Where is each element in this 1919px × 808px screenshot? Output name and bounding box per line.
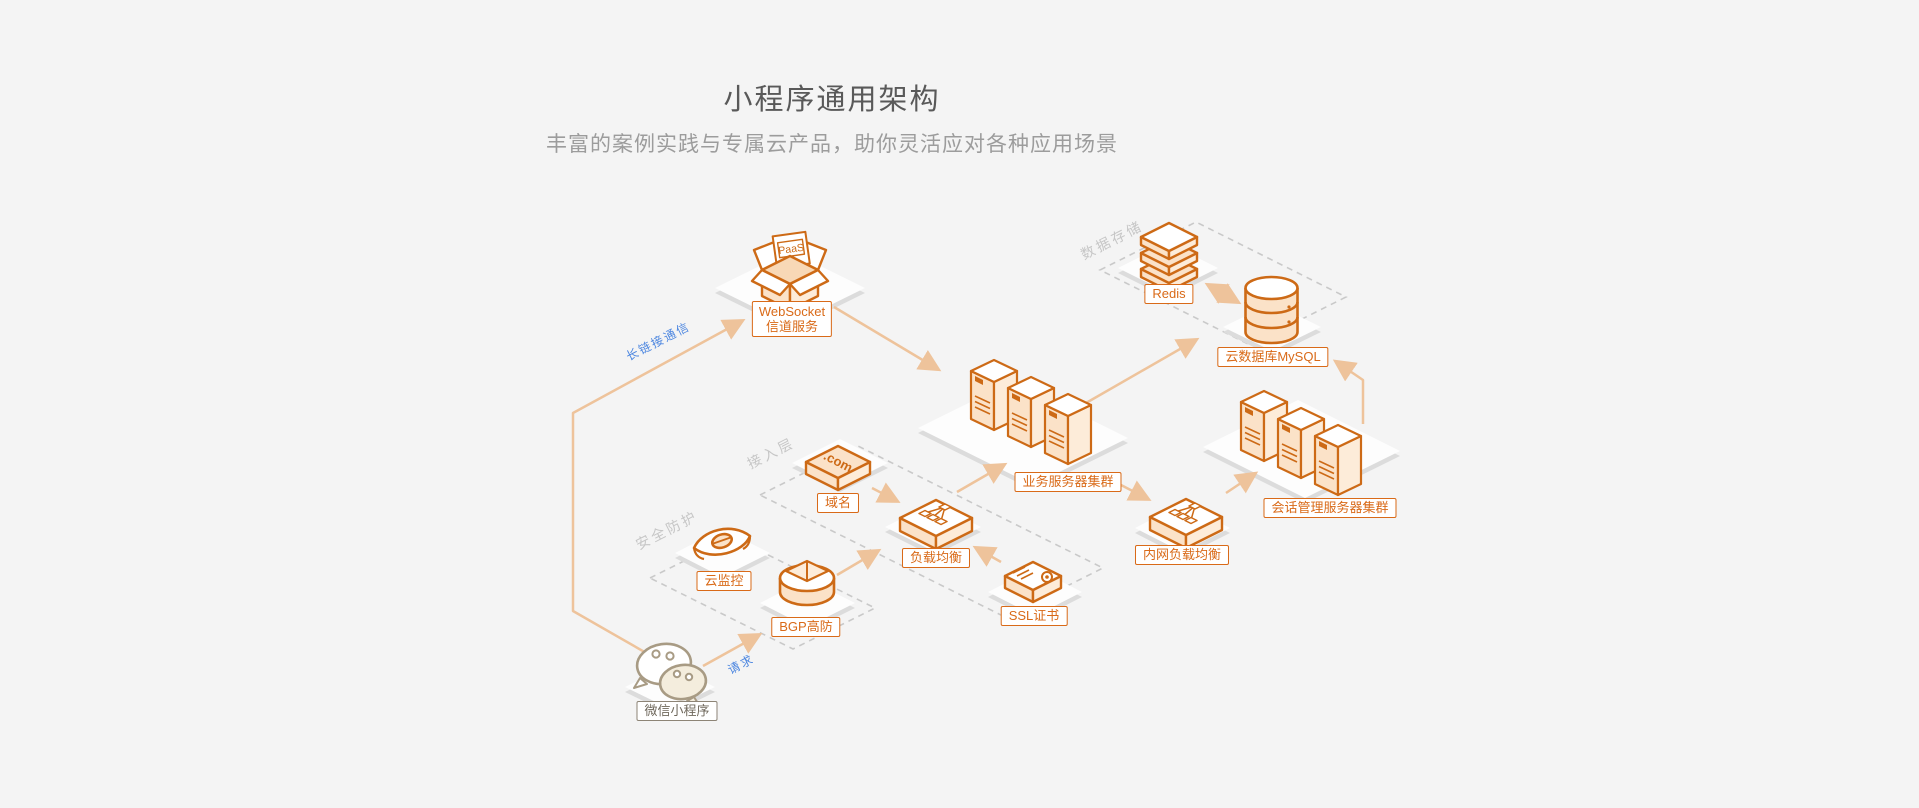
zone-access-layer-border	[758, 445, 1105, 618]
paas-text: PaaS	[778, 242, 805, 257]
bgp-shield-icon	[778, 559, 836, 607]
domain-label: 域名	[816, 493, 860, 513]
bgp-label: BGP高防	[771, 617, 841, 637]
domain-com-icon: .com	[804, 444, 872, 492]
redis-label: Redis	[1144, 284, 1194, 304]
ssl-label: SSL证书	[1000, 606, 1068, 626]
arrow-wechat-to-bgp	[702, 632, 763, 668]
zone-security-border	[648, 536, 877, 650]
cloud-monitor-eye-icon	[692, 527, 752, 561]
cloud-monitor-label: 云监控	[696, 571, 752, 591]
wechat-label: 微信小程序	[636, 701, 718, 721]
arrow-internal-lb-to-session-servers	[1225, 471, 1259, 495]
arrow-app-servers-to-redis	[1085, 337, 1200, 405]
arrow-ssl-to-lb	[972, 545, 1002, 567]
arrow-redis-mysql-sync	[1204, 282, 1242, 305]
mysql-database-icon	[1244, 275, 1299, 345]
arrow-app-servers-to-internal-lb	[1120, 480, 1152, 501]
load-balancer-label: 负载均衡	[901, 548, 971, 568]
page-title: 小程序通用架构	[723, 84, 941, 116]
arrow-bgp-to-lb	[836, 548, 882, 577]
page-subtitle: 丰富的案例实践与专属云产品，助你灵活应对各种应用场景	[546, 133, 1118, 156]
internal-lb-label: 内网负载均衡	[1134, 545, 1230, 565]
websocket-label-line2: 信道服务	[765, 319, 818, 334]
arrow-domain-to-lb	[871, 482, 901, 503]
session-servers-label: 会话管理服务器集群	[1263, 498, 1397, 518]
app-servers-label: 业务服务器集群	[1014, 472, 1122, 492]
ssl-certificate-icon	[1003, 560, 1063, 604]
arrow-session-servers-to-mysql	[1332, 359, 1365, 424]
mysql-label: 云数据库MySQL	[1217, 347, 1329, 367]
arrow-long-connection	[571, 319, 746, 656]
arrow-websocket-to-app-servers	[833, 305, 942, 372]
paas-box-icon: PaaS	[750, 230, 830, 312]
websocket-channel-label: WebSocket 信道服务	[751, 301, 833, 337]
arrow-lb-to-app-servers	[956, 462, 1008, 494]
redis-stack-icon	[1139, 221, 1199, 293]
websocket-label-line1: WebSocket	[758, 304, 826, 319]
